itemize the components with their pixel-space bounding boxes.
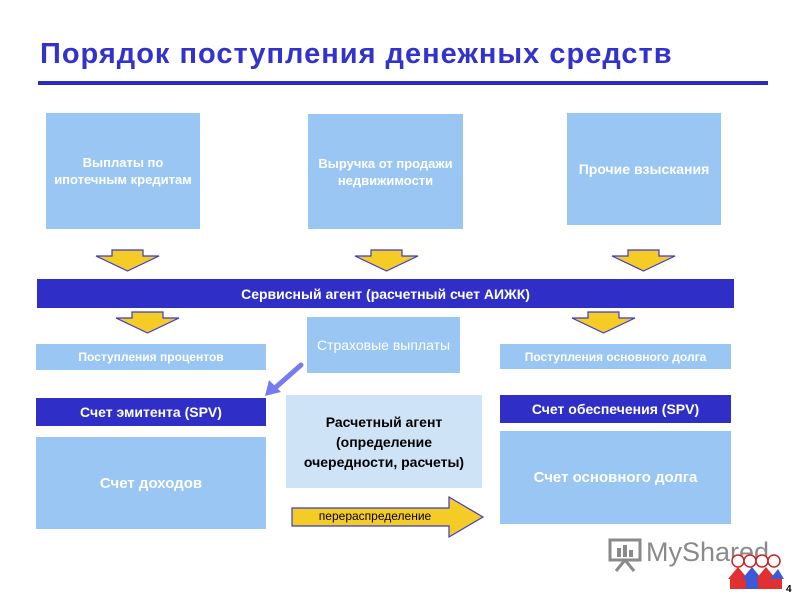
interest-receipts-label: Поступления процентов — [36, 344, 266, 370]
presentation-screen-icon — [608, 538, 642, 572]
down-arrow-principal — [571, 311, 636, 334]
box-other-recoveries: Прочие взыскания — [567, 113, 721, 225]
houses-logo-icon — [728, 554, 784, 589]
down-arrow-mortgage — [95, 249, 160, 272]
income-account-box: Счет доходов — [36, 437, 266, 529]
principal-receipts-label: Поступления основного долга — [500, 344, 731, 369]
down-arrow-interest — [115, 311, 180, 334]
issuer-account-header: Счет эмитента (SPV) — [36, 398, 266, 426]
redistribution-label: перераспределение — [318, 509, 432, 523]
service-agent-bar: Сервисный агент (расчетный счет АИЖК) — [37, 279, 734, 308]
redistribution-arrow — [291, 495, 485, 539]
settlement-agent-box: Расчетный агент (определение очередности… — [286, 395, 482, 488]
down-arrow-realestate — [354, 249, 419, 272]
down-arrow-other — [611, 249, 676, 272]
title-underline — [38, 81, 768, 85]
page-number: 4 — [786, 584, 792, 595]
box-mortgage-payments: Выплаты по ипотечным кредитам — [46, 113, 200, 229]
box-realestate-proceeds: Выручка от продажи недвижимости — [308, 114, 463, 229]
principal-account-box: Счет основного долга — [500, 431, 731, 524]
page-title: Порядок поступления денежных средств — [40, 38, 673, 70]
diagonal-arrow-insurance — [265, 362, 304, 396]
collateral-account-header: Счет обеспечения (SPV) — [500, 395, 731, 423]
insurance-payments-box: Страховые выплаты — [307, 317, 460, 373]
